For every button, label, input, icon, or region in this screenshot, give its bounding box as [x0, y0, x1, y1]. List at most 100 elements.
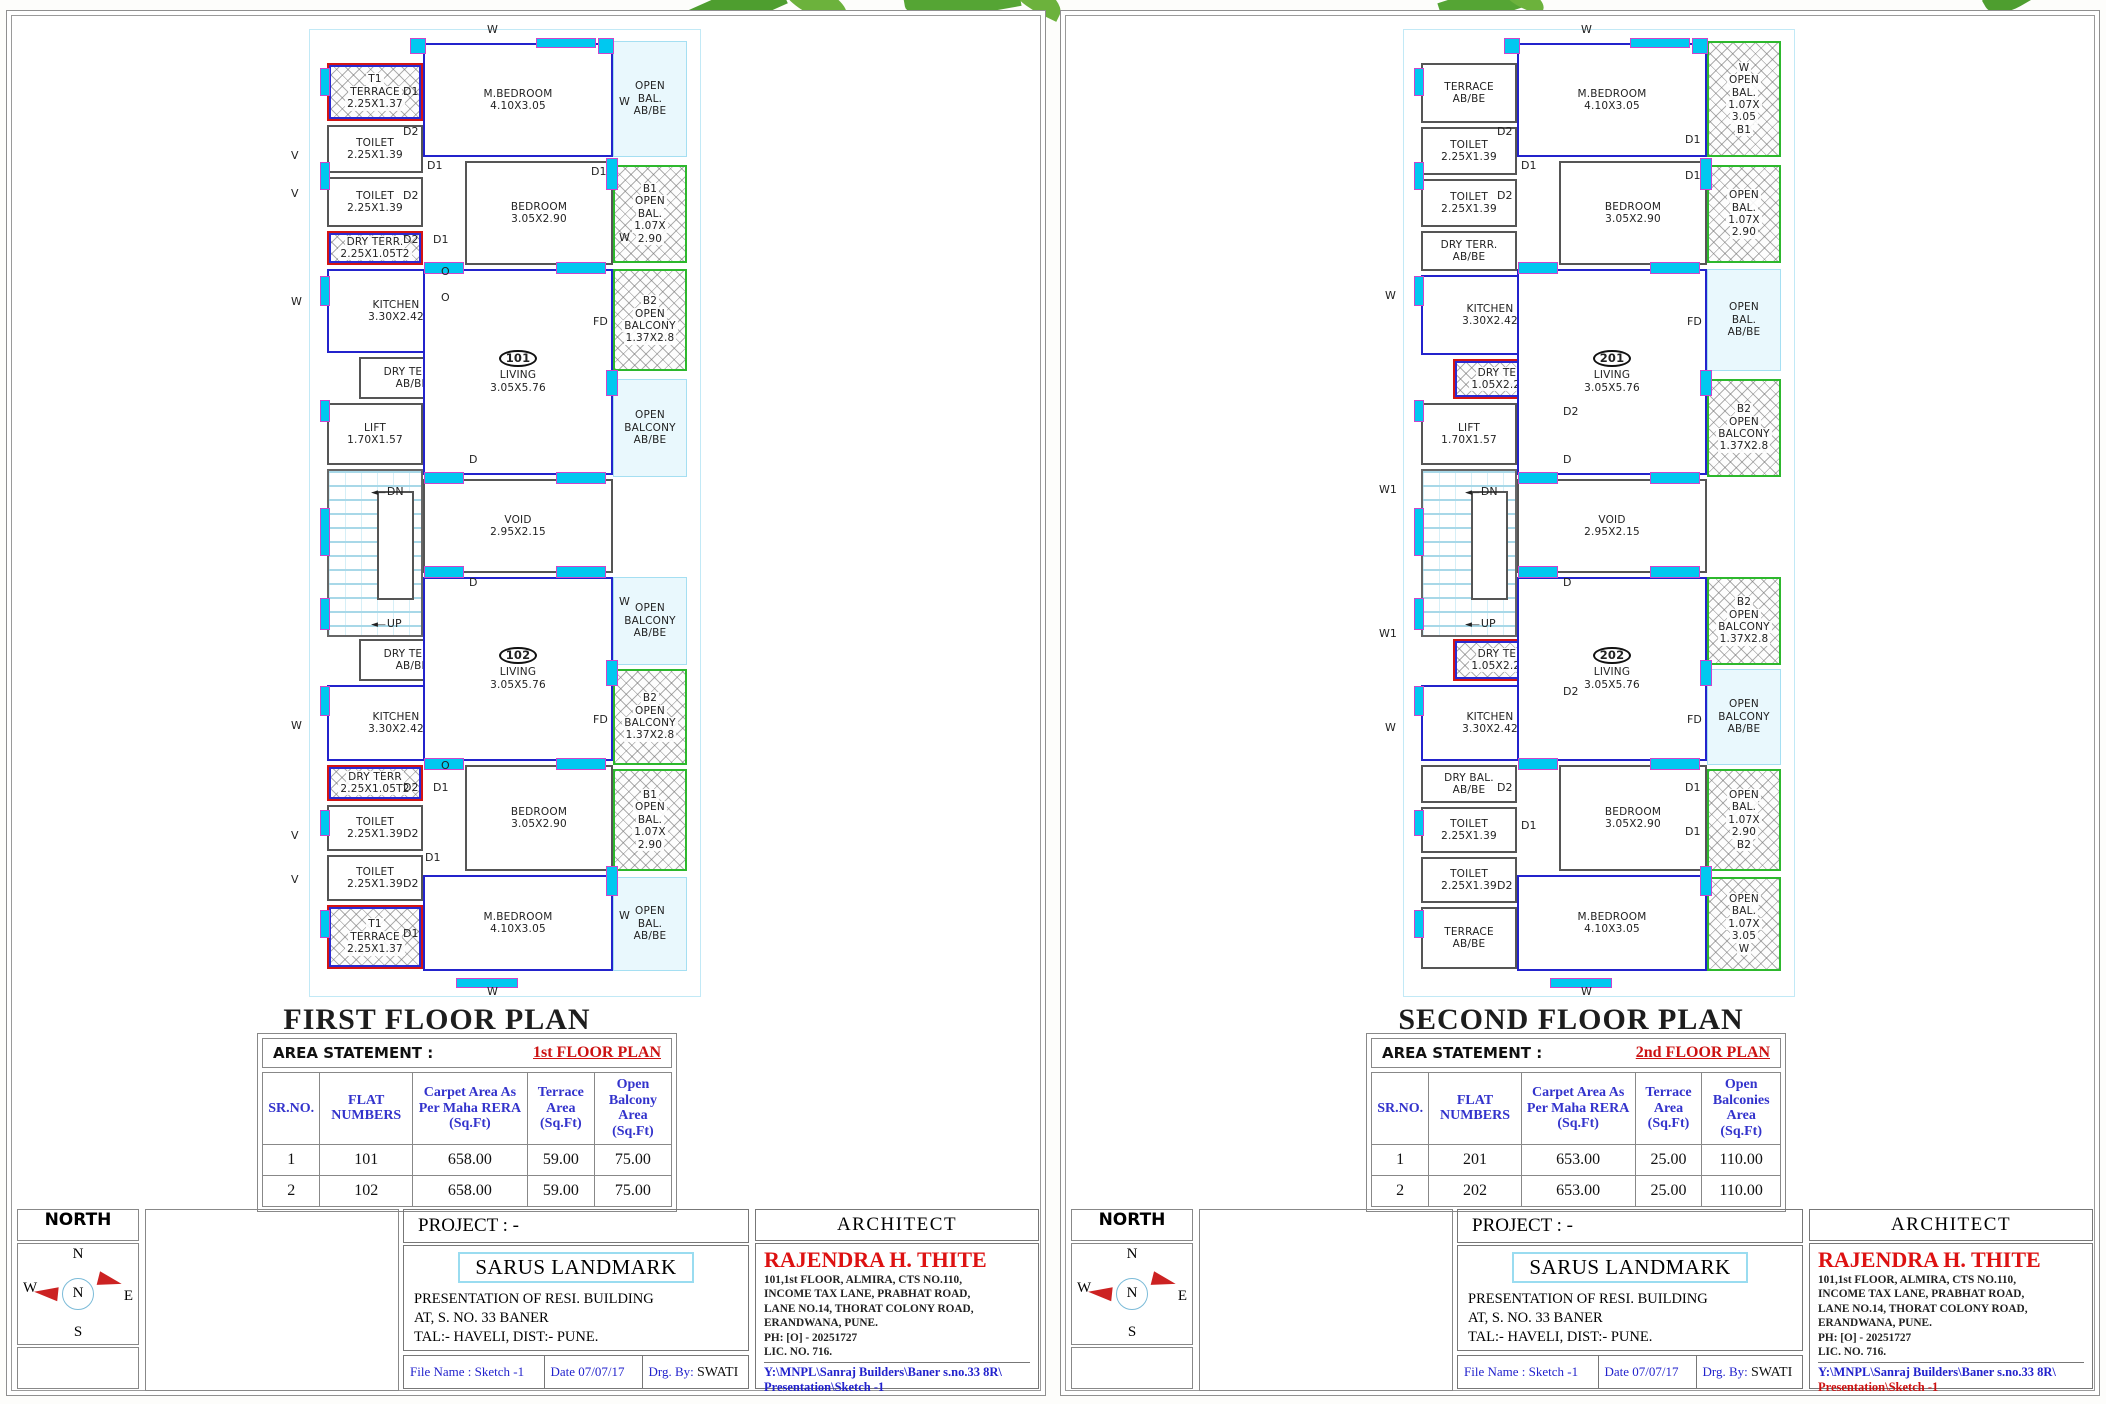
architect-address-line: LIC. NO. 716. — [1818, 1346, 1887, 1359]
window-marker — [556, 262, 606, 274]
plan-annotation-o: O — [441, 759, 450, 772]
plan-annotation-d1: D1 — [1685, 169, 1701, 182]
room-label: BEDROOM — [510, 805, 568, 818]
flat-number-badge: 202 — [1592, 646, 1632, 665]
room-label: BAL. — [1731, 313, 1757, 326]
window-marker — [1650, 566, 1700, 578]
plan-annotation-d1: D1 — [433, 233, 449, 246]
room-label: TOILET — [356, 865, 394, 878]
room-label: BAL. — [1729, 801, 1759, 814]
plan-annotation-w: W — [1385, 721, 1396, 734]
area-table-column-header: SR.NO. — [1370, 1072, 1430, 1145]
room-label: OPEN — [1727, 893, 1761, 906]
room-label: B2 — [1734, 596, 1754, 609]
room-label: M.BEDROOM — [483, 910, 553, 923]
room-label: 3.05X2.90 — [511, 213, 567, 225]
plan-annotation-d1: D1 — [403, 927, 419, 940]
plan-annotation-d1: D1 — [1521, 819, 1537, 832]
room-label: B2 — [640, 692, 660, 705]
room-label: OPEN — [633, 195, 667, 208]
plan-annotation-o: O — [441, 291, 450, 304]
room-label: 4.10X3.05 — [490, 100, 546, 112]
room-label: LIFT — [1457, 421, 1480, 434]
area-statement-label: AREA STATEMENT : — [273, 1044, 434, 1062]
room-label: 3.05X5.76 — [1584, 678, 1640, 691]
room-label: 3.05 — [1729, 111, 1759, 124]
area-statement-label: AREA STATEMENT : — [1382, 1044, 1543, 1062]
room-label: 3.05X5.76 — [490, 381, 546, 394]
architect-panel: ARCHITECT RAJENDRA H. THITE 101,1st FLOO… — [1809, 1209, 2093, 1394]
room-label: TOILET — [1450, 138, 1488, 151]
north-label: NORTH — [17, 1209, 139, 1241]
file-path: Y:\MNPL\Sanraj Builders\Baner s.no.33 8R… — [764, 1361, 1030, 1396]
room-label: AB/BE — [395, 378, 429, 390]
architect-address-line: LANE NO.14, THORAT COLONY ROAD, — [1818, 1302, 2028, 1315]
table-cell: 110.00 — [1701, 1143, 1781, 1176]
room-label: OPEN — [1727, 608, 1761, 621]
architect-address-line: PH: [O] - 20251727 — [1818, 1331, 1912, 1344]
empty-panel — [1199, 1209, 1453, 1391]
window-marker — [1414, 162, 1424, 190]
project-description-line: TAL:- HAVELI, DIST:- PUNE. — [414, 1329, 599, 1346]
window-marker — [424, 758, 464, 770]
compass-e: E — [1177, 1288, 1187, 1304]
room-label: B2 — [1734, 403, 1754, 416]
room-label: TOILET — [356, 189, 394, 202]
room-label: 2.90 — [1729, 226, 1759, 239]
table-cell: 202 — [1428, 1174, 1522, 1207]
stair-landing — [376, 490, 414, 600]
window-marker — [606, 158, 618, 190]
plan-annotation-d2: D2 — [1497, 125, 1513, 138]
file-name: File Name : Sketch -1 — [404, 1356, 545, 1388]
room-label: 3.05X5.76 — [1584, 381, 1640, 394]
room-label: OPEN — [1727, 415, 1761, 428]
window-marker — [1692, 38, 1708, 54]
room-label: VOID — [1598, 513, 1626, 526]
table-cell: 653.00 — [1520, 1143, 1636, 1176]
compass-rose-icon: N W E S N — [17, 1243, 139, 1345]
window-marker — [320, 810, 330, 836]
window-marker — [1700, 370, 1712, 396]
room-label: 3.30X2.42 — [1462, 723, 1518, 735]
room-label: BEDROOM — [510, 200, 568, 213]
window-marker — [1700, 158, 1712, 190]
plan-annotation-d: D — [1563, 453, 1572, 466]
room-label: AB/BE — [395, 660, 429, 672]
room-label: M.BEDROOM — [483, 87, 553, 100]
room-label: 1.37X2.8 — [623, 729, 677, 742]
room-label: 2.25X1.39 — [1441, 151, 1497, 163]
plan-annotation-fd: FD — [593, 713, 608, 726]
compass-n: N — [1126, 1246, 1138, 1262]
room-label: OPEN — [635, 905, 665, 918]
north-label: NORTH — [1071, 1209, 1193, 1241]
floor-plan-ref-label: 2nd FLOOR PLAN — [1635, 1044, 1770, 1061]
room-label: BAL. — [1729, 201, 1759, 214]
drg-by: Drg. By: SWATI — [1697, 1356, 1803, 1388]
window-marker — [556, 566, 606, 578]
room-label: 4.10X3.05 — [1584, 923, 1640, 935]
room-label: OPEN — [635, 602, 665, 615]
area-statement-table: AREA STATEMENT : 2nd FLOOR PLAN SR.NO.FL… — [1366, 1033, 1786, 1212]
room-label: LIVING — [1593, 369, 1631, 382]
window-marker — [320, 910, 330, 938]
date: Date 07/07/17 — [1599, 1356, 1697, 1388]
room-label: TOILET — [356, 136, 394, 149]
table-cell: 59.00 — [526, 1174, 595, 1207]
room-label: 2.25X1.39 — [1441, 880, 1497, 892]
window-marker — [606, 370, 618, 396]
room-label: VOID — [504, 513, 532, 526]
table-cell: 2 — [1370, 1174, 1430, 1207]
architect-address-line: 101,1st FLOOR, ALMIRA, CTS NO.110, — [1818, 1274, 2017, 1286]
window-marker — [606, 660, 618, 686]
plan-annotation-w: W — [1581, 23, 1592, 36]
window-marker — [1518, 566, 1558, 578]
room-label: KITCHEN — [372, 298, 420, 311]
